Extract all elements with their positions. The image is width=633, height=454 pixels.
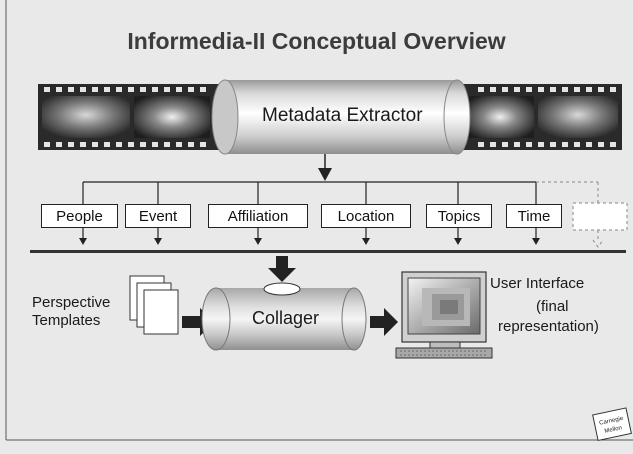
category-location: Location [321,204,411,228]
collager-to-ui-arrow [370,308,398,336]
film-sprocket-holes-top [44,87,616,92]
templates-label: Templates [32,312,101,329]
category-people: People [41,204,118,228]
film-frame-storm [466,96,534,138]
film-frame-texture [134,96,210,138]
slide-title: Informedia-II Conceptual Overview [127,28,506,54]
film-frame-person [42,96,130,138]
perspective-label: Perspective [32,294,111,311]
logo-text-line1: Carnegie [599,416,625,427]
logo-text-line2: Mellon [604,425,623,435]
user-interface-final-label: (final [536,298,569,315]
category-topics: Topics [426,204,492,228]
metadata-extractor-label: Metadata Extractor [262,105,423,126]
category-time: Time [506,204,562,228]
category-affiliation: Affiliation [208,204,308,228]
film-frame-group [538,96,618,138]
metadata-extractor-cylinder [211,79,471,155]
computer-icon [395,271,493,359]
carnegie-mellon-logo: Carnegie Mellon [592,407,632,442]
collager-label: Collager [252,308,320,328]
category-event: Event [125,204,191,228]
film-sprocket-holes-bottom [44,142,616,147]
user-interface-label: User Interface [490,275,585,292]
extractor-output-arrow [318,154,332,181]
dashed-down-arrow [592,230,604,249]
metadata-baseline [30,250,626,253]
template-pages-icon [129,275,179,335]
metadata-to-collager-arrow [268,256,296,282]
user-interface-representation-label: representation) [498,318,599,335]
collager-cylinder [201,282,367,351]
dashed-future-category-box [572,202,628,231]
distribution-lines [82,181,537,204]
category-down-arrows [79,228,540,245]
dashed-connector [536,181,599,203]
